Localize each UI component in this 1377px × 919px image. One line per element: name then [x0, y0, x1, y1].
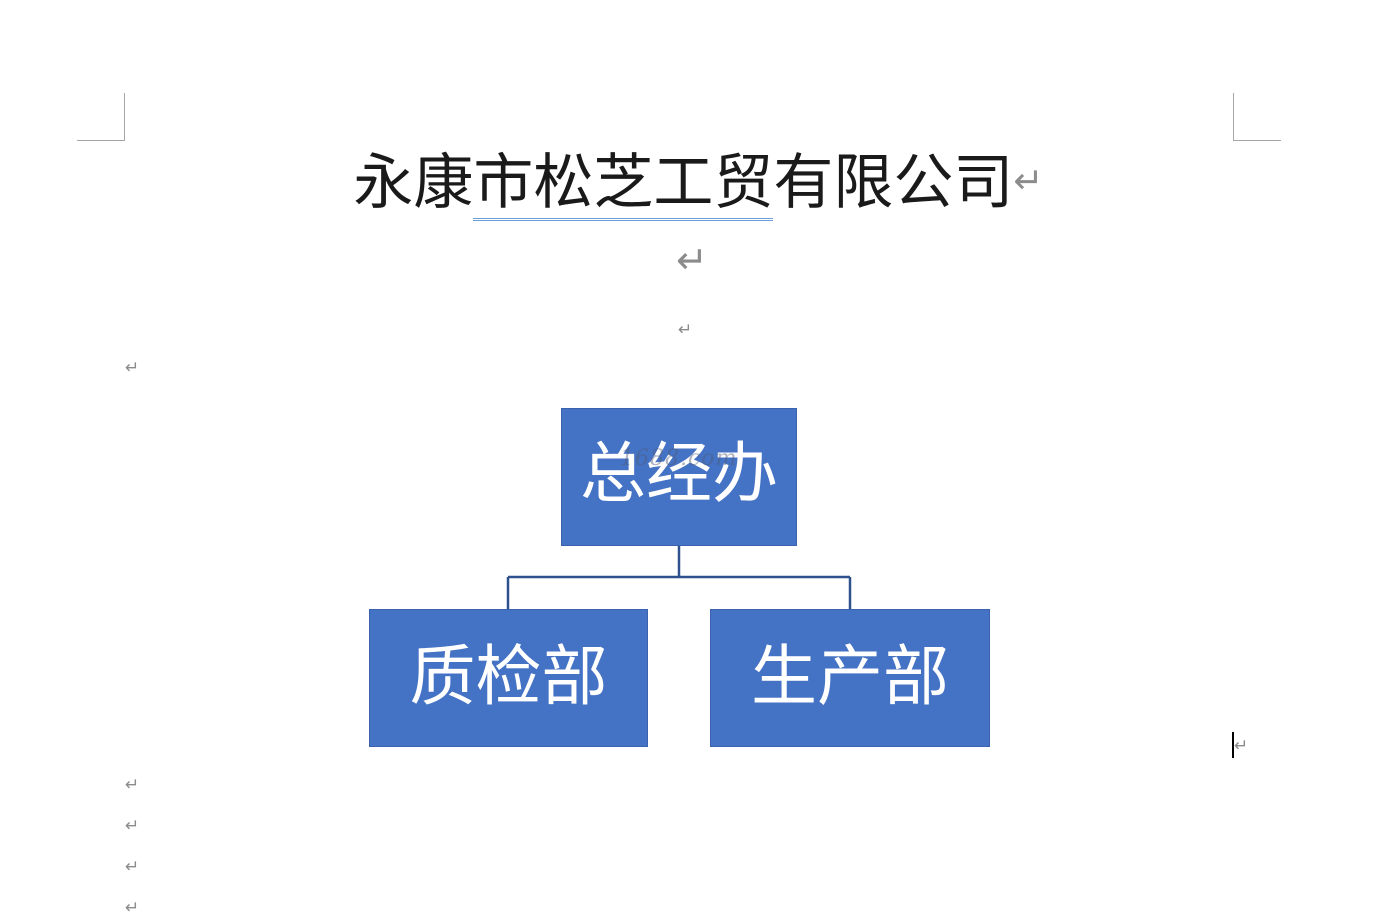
paragraph-mark-icon: ↵ — [125, 358, 140, 378]
connector-line — [506, 546, 852, 609]
margin-crop-mark-top-left — [77, 93, 125, 141]
org-node-production[interactable]: 生产部 — [710, 609, 990, 747]
paragraph-mark-icon: ↵ — [1013, 161, 1044, 202]
paragraph-mark-icon: ↵ — [125, 775, 140, 795]
paragraph-mark-icon: ↵ — [125, 816, 140, 836]
paragraph-mark-icon: ↵ — [1234, 736, 1249, 756]
org-node-quality-inspection[interactable]: 质检部 — [369, 609, 648, 747]
title-text-start: 永康 — [353, 148, 474, 218]
margin-crop-mark-top-right — [1233, 93, 1281, 141]
paragraph-mark-icon: ↵ — [676, 238, 708, 282]
text-cursor — [1232, 732, 1234, 758]
document-title[interactable]: 永康市松芝工贸有限公司↵ — [0, 146, 1377, 221]
paragraph-mark-icon: ↵ — [125, 857, 140, 877]
title-text-end: 有限公司 — [773, 148, 1014, 218]
paragraph-mark-icon: ↵ — [125, 898, 140, 918]
org-node-general-office[interactable]: 总经办 — [561, 408, 797, 546]
title-text-underlined: 市松芝工贸 — [473, 148, 774, 221]
watermark: 1688.com — [620, 446, 738, 471]
paragraph-mark-icon: ↵ — [678, 320, 693, 340]
